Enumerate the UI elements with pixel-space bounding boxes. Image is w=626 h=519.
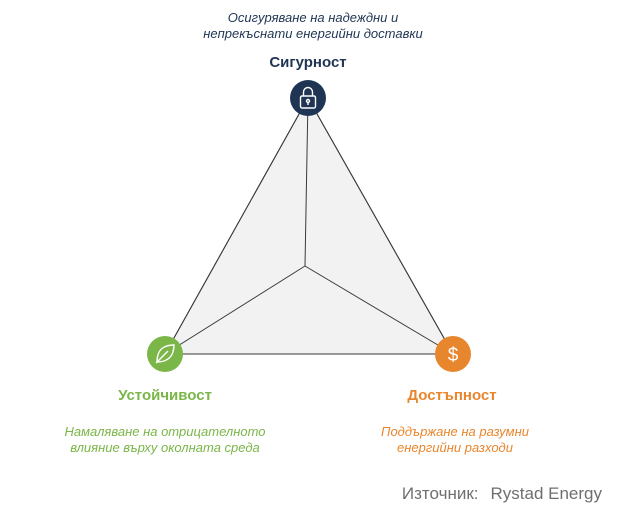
affordability-node-circle [435,336,471,372]
sustainability-node [147,336,183,372]
source-note: Източник: Rystad Energy [330,484,602,504]
sustainability-description: Намаляване на отрицателното влияние върх… [64,424,266,455]
security-description: Осигуряване на надеждни и непрекъснати е… [203,10,423,41]
leaf-icon [155,344,175,364]
source-name: Rystad Energy [490,484,603,503]
security-node-circle [290,80,326,116]
lock-icon [299,86,317,109]
sustainability-title: Устойчивост [118,387,212,404]
affordability-title: Достъпност [407,387,497,404]
security-node [290,80,326,116]
affordability-description: Поддържане на разумни енергийни разходи [381,424,529,455]
dollar-icon: $ [448,345,459,366]
inner-line-top [304,97,309,267]
security-title: Сигурност [269,54,347,71]
triangle-fill [164,96,454,355]
affordability-node: $ [435,336,471,372]
edge-top-right [307,97,454,355]
inner-line-right [304,265,454,355]
inner-line-left [164,265,306,355]
edge-top-left [164,97,309,355]
source-label: Източник: [401,484,479,503]
